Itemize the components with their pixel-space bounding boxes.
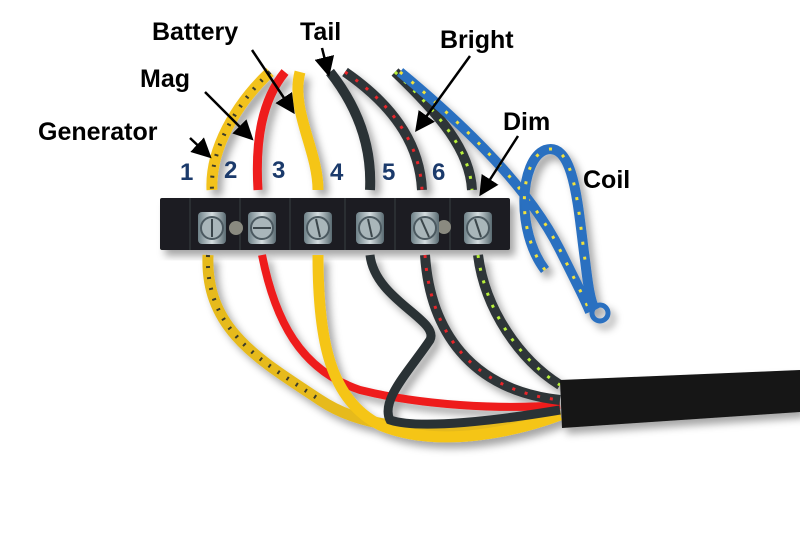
tail-wire bbox=[326, 68, 376, 191]
arrow-mag bbox=[204, 91, 254, 141]
coil-wire bbox=[396, 68, 595, 314]
label-bright: Bright bbox=[440, 26, 514, 54]
coil-ring-terminal bbox=[589, 302, 611, 324]
label-mag: Mag bbox=[140, 65, 190, 93]
harness-sleeve bbox=[560, 370, 800, 428]
tail-lower-wire bbox=[365, 254, 561, 429]
terminal-number-3: 3 bbox=[272, 157, 285, 184]
label-dim: Dim bbox=[503, 108, 550, 136]
mag-wire bbox=[252, 69, 289, 191]
terminal-number-5: 5 bbox=[382, 159, 395, 186]
terminal-number-4: 4 bbox=[330, 159, 344, 186]
terminal-number-2: 2 bbox=[224, 157, 237, 184]
arrow-bright bbox=[415, 55, 472, 133]
battery-wire bbox=[292, 70, 324, 191]
mag-lower-wire bbox=[258, 254, 561, 411]
label-generator: Generator bbox=[38, 118, 158, 146]
terminal-number-6: 6 bbox=[432, 159, 445, 186]
coil-loop bbox=[519, 144, 600, 313]
dim-lower-wire bbox=[473, 254, 563, 390]
bright-lower-wire bbox=[420, 254, 561, 405]
label-battery: Battery bbox=[152, 18, 238, 46]
arrow-generator bbox=[189, 137, 212, 159]
label-tail: Tail bbox=[300, 18, 341, 46]
label-coil: Coil bbox=[583, 166, 630, 194]
arrow-tail bbox=[314, 47, 335, 77]
terminal-screws bbox=[198, 212, 492, 244]
battery-lower-wire bbox=[312, 254, 562, 443]
terminal-number-1: 1 bbox=[180, 159, 193, 186]
arrow-dim bbox=[479, 135, 520, 197]
arrow-battery bbox=[250, 49, 295, 115]
